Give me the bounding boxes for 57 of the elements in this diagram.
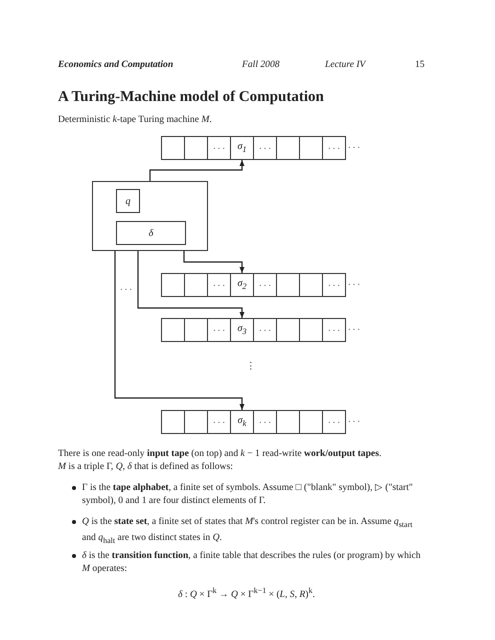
tape-cell (299, 318, 323, 342)
paragraph: There is one read-only input tape (on top) and k − 1 read-write work/output tapes. (58, 447, 382, 460)
arrow (137, 251, 244, 318)
tape-cell: · · · (322, 318, 346, 342)
tape-cell (299, 136, 323, 160)
tape-cell: · · · (207, 410, 231, 434)
page-number: 15 (415, 58, 425, 71)
tape-cell (161, 410, 185, 434)
bullet-text: Q is the state set, a finite set of states that M's control register can be in. Assume q$_{start}$ and q$_{halt}$ are two distinct states in Q. (82, 515, 414, 547)
tape-cell (184, 410, 208, 434)
tape-cell: · · · (253, 136, 277, 160)
vertical-ellipsis: ⋮ (246, 360, 256, 373)
tape-cell (184, 136, 208, 160)
arrow (114, 251, 244, 410)
tape-cell: · · · (322, 136, 346, 160)
arrow (183, 251, 244, 273)
paragraph: M is a triple Γ, Q, δ that is defined as follows: (58, 460, 234, 473)
ellipsis: · · · (348, 142, 360, 154)
header-lecture: Lecture IV (325, 58, 366, 71)
tape-cell: · · · (253, 318, 277, 342)
tape-cell: · · · (207, 318, 231, 342)
arrow (149, 160, 244, 181)
ellipsis: · · · (348, 279, 360, 291)
tape-cell: · · · (207, 273, 231, 297)
intro-text: Deterministic k-tape Turing machine M. (58, 113, 212, 126)
tape-cell (184, 273, 208, 297)
tape-cell (161, 136, 185, 160)
tape-cell (184, 318, 208, 342)
ellipsis: · · · (120, 284, 132, 296)
control-unit-box (92, 181, 208, 251)
header-term: Fall 2008 (242, 58, 280, 71)
tape-cell (299, 273, 323, 297)
header-title: Economics and Computation (58, 58, 174, 71)
tape-cell (276, 410, 300, 434)
ellipsis: · · · (348, 416, 360, 428)
tape-cell (276, 273, 300, 297)
transition-table-box: δ (116, 221, 186, 245)
tape-cell: · · · (322, 273, 346, 297)
tape-cell: · · · (322, 410, 346, 434)
tape-cell: · · · (253, 273, 277, 297)
tape-cell: σ$_{3}$ (230, 318, 254, 342)
formula: δ : Q × Γ$^{k}$ → Q × Γ$^{k−1}$ × (L, S, R)$^{k}$. (178, 585, 315, 602)
tape-cell (161, 273, 185, 297)
tape-cell (299, 410, 323, 434)
bullet-text: Γ is the tape alphabet, a finite set of symbols. Assume □ ("blank" symbol), ▷ ("start" symbol), 0 and 1 are four distinct elements of Γ. (82, 481, 414, 507)
tape-cell: · · · (253, 410, 277, 434)
tape-cell: · · · (207, 136, 231, 160)
section-heading: A Turing-Machine model of Computation (58, 88, 324, 106)
tape-cell (161, 318, 185, 342)
tape-cell: σ$_{k}$ (230, 410, 254, 434)
ellipsis: · · · (348, 324, 360, 336)
tape-cell: σ$_{1}$ (230, 136, 254, 160)
state-register-box: q (116, 189, 140, 213)
tape-cell: σ$_{2}$ (230, 273, 254, 297)
bullet-text: δ is the transition function, a finite table that describes the rules (or program) by which M operates: (82, 549, 422, 575)
tape-cell (276, 318, 300, 342)
tape-cell (276, 136, 300, 160)
